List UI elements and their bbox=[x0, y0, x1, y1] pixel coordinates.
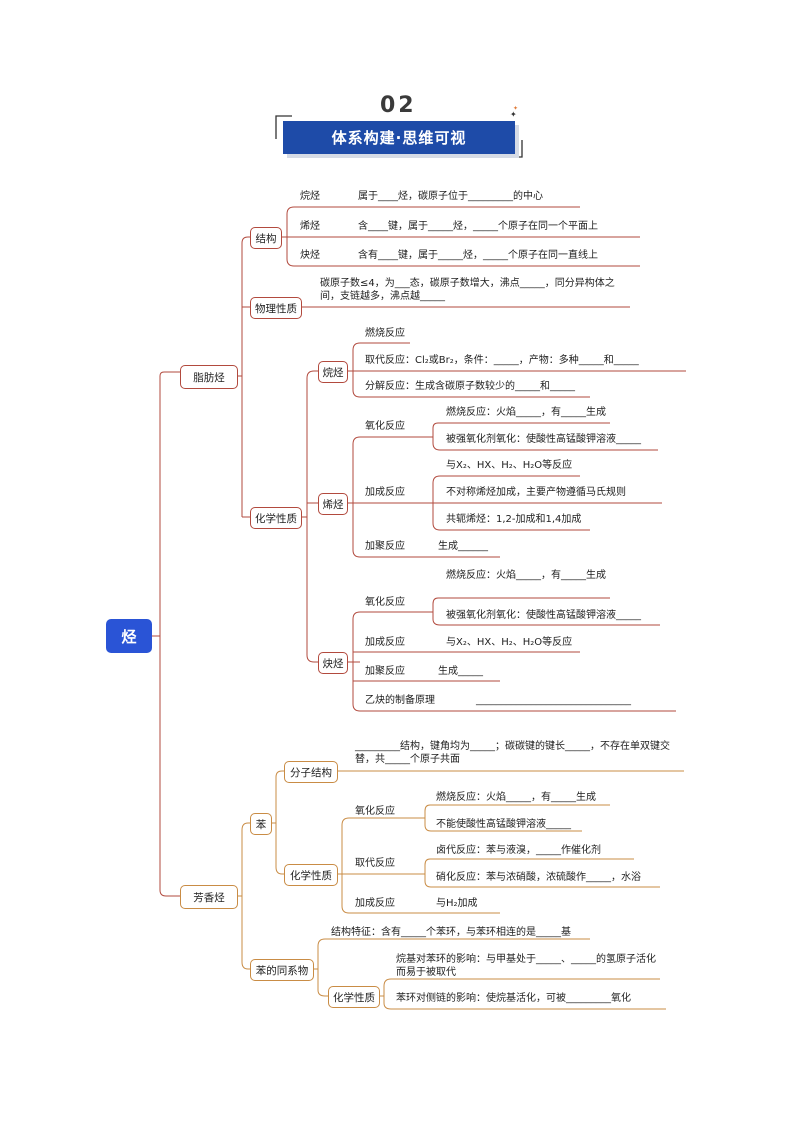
benzene-substitution-label: 取代反应 bbox=[355, 858, 395, 869]
structure-alkane-text: 属于____烃，碳原子位于_________的中心 bbox=[358, 191, 543, 202]
alkyne-addition-text: 与X₂、HX、H₂、H₂O等反应 bbox=[446, 637, 573, 648]
alkene-polymer-label: 加聚反应 bbox=[365, 541, 405, 552]
alkene-addition-item: 共轭烯烃：1,2-加成和1,4加成 bbox=[446, 514, 582, 525]
benzene-oxidation-item: 不能使酸性高锰酸钾溶液_____ bbox=[436, 819, 571, 830]
node-chem-alkyne: 炔烃 bbox=[318, 652, 348, 674]
node-aromatic: 芳香烃 bbox=[180, 885, 238, 909]
alkene-addition-item: 与X₂、HX、H₂、H₂O等反应 bbox=[446, 460, 573, 471]
alkyne-oxidation-label: 氧化反应 bbox=[365, 597, 405, 608]
physical-properties-text: 碳原子数≤4，为___态，碳原子数增大，沸点_____，同分异构体之间，支链越多… bbox=[320, 278, 615, 302]
alkene-oxidation-item: 被强氧化剂氧化：使酸性高锰酸钾溶液_____ bbox=[446, 434, 641, 445]
structure-alkyne-text: 含有____键，属于_____烃，_____个原子在同一直线上 bbox=[358, 250, 598, 261]
structure-alkane-name: 烷烃 bbox=[300, 191, 320, 202]
node-benzene: 苯 bbox=[250, 813, 272, 835]
section-number: 02 bbox=[380, 93, 417, 118]
homolog-structure-feature: 结构特征：含有_____个苯环，与苯环相连的是_____基 bbox=[331, 927, 571, 938]
node-aliphatic: 脂肪烃 bbox=[180, 365, 238, 389]
benzene-oxidation-item: 燃烧反应：火焰_____，有_____生成 bbox=[436, 792, 596, 803]
alkane-decomposition: 分解反应：生成含碳原子数较少的_____和_____ bbox=[365, 381, 575, 392]
benzene-addition-label: 加成反应 bbox=[355, 898, 395, 909]
alkene-addition-label: 加成反应 bbox=[365, 487, 405, 498]
node-chemical-properties: 化学性质 bbox=[250, 507, 302, 529]
benzene-oxidation-label: 氧化反应 bbox=[355, 806, 395, 817]
benzene-addition-text: 与H₂加成 bbox=[436, 898, 478, 909]
alkane-combustion: 燃烧反应 bbox=[365, 328, 405, 339]
alkane-substitution: 取代反应：Cl₂或Br₂，条件：_____，产物：多种_____和_____ bbox=[365, 355, 639, 366]
benzene-structure-text: _________结构，键角均为_____；碳碳键的键长_____，不存在单双键… bbox=[355, 741, 670, 765]
structure-alkene-name: 烯烃 bbox=[300, 221, 320, 232]
node-homolog-chemical: 化学性质 bbox=[328, 986, 380, 1008]
homolog-chemical-item: 苯环对侧链的影响：使烷基活化，可被_________氧化 bbox=[396, 993, 631, 1004]
node-benzene-chemical: 化学性质 bbox=[284, 864, 338, 886]
benzene-substitution-item: 硝化反应：苯与浓硝酸，浓硫酸作_____，水浴 bbox=[436, 872, 641, 883]
alkene-polymer-text: 生成______ bbox=[438, 541, 488, 552]
node-chem-alkane: 烷烃 bbox=[318, 361, 348, 383]
alkyne-polymer-label: 加聚反应 bbox=[365, 666, 405, 677]
structure-alkene-text: 含____键，属于_____烃，_____个原子在同一个平面上 bbox=[358, 221, 598, 232]
alkyne-oxidation-item: 被强氧化剂氧化：使酸性高锰酸钾溶液_____ bbox=[446, 610, 641, 621]
node-benzene-homologs: 苯的同系物 bbox=[250, 959, 314, 981]
benzene-substitution-item: 卤代反应：苯与液溴，_____作催化剂 bbox=[436, 845, 601, 856]
alkene-oxidation-item: 燃烧反应：火焰_____，有_____生成 bbox=[446, 407, 606, 418]
node-structure: 结构 bbox=[250, 227, 282, 249]
alkene-oxidation-label: 氧化反应 bbox=[365, 421, 405, 432]
sparkle-icon: ✦ bbox=[510, 110, 517, 119]
alkyne-oxidation-item: 燃烧反应：火焰_____，有_____生成 bbox=[446, 570, 606, 581]
alkyne-addition-label: 加成反应 bbox=[365, 637, 405, 648]
acetylene-preparation-blank: _______________________________ bbox=[476, 695, 631, 706]
alkene-addition-item: 不对称烯烃加成，主要产物遵循马氏规则 bbox=[446, 487, 626, 498]
sparkle-icon: ✦ bbox=[513, 105, 518, 112]
alkyne-polymer-text: 生成_____ bbox=[438, 666, 483, 677]
acetylene-preparation-label: 乙炔的制备原理 bbox=[365, 695, 435, 706]
node-chem-alkene: 烯烃 bbox=[318, 493, 348, 515]
section-title-banner: 体系构建·思维可视 bbox=[283, 121, 515, 154]
homolog-chemical-item: 烷基对苯环的影响：与甲基处于_____、_____的氢原子活化而易于被取代 bbox=[396, 954, 656, 978]
root-node-hydrocarbon: 烃 bbox=[106, 619, 152, 653]
structure-alkyne-name: 炔烃 bbox=[300, 250, 320, 261]
node-physical-properties: 物理性质 bbox=[250, 297, 302, 319]
banner-decoration bbox=[275, 115, 523, 158]
node-molecular-structure: 分子结构 bbox=[284, 761, 338, 783]
